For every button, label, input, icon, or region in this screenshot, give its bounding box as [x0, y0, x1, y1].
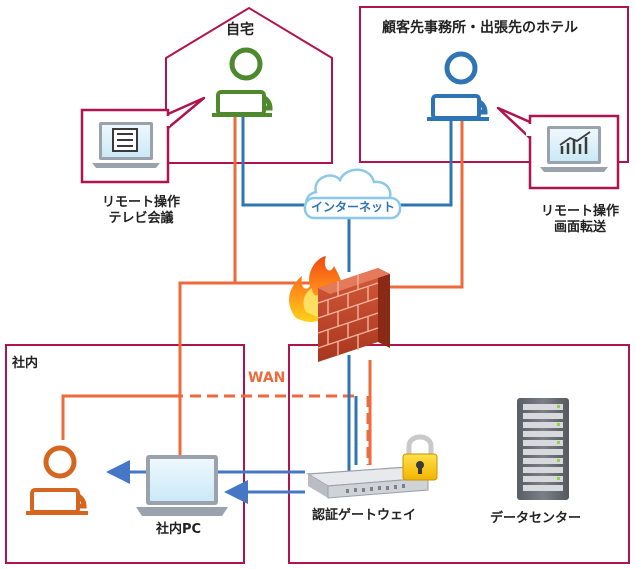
office-pc-laptop-icon	[136, 455, 228, 516]
client-user-icon	[427, 51, 489, 121]
gateway-label: 認証ゲートウェイ	[312, 508, 417, 523]
tv-callout-tail	[166, 96, 206, 130]
firewall-icon	[289, 256, 390, 362]
remote-tv-line1: リモート操作	[101, 195, 180, 210]
internet-cloud-icon	[303, 168, 402, 220]
office-label: 社内	[12, 356, 39, 371]
orange-connections	[61, 115, 464, 465]
office-frame	[5, 344, 245, 564]
screen-callout-tail	[496, 106, 532, 140]
home-label: 自宅	[226, 22, 254, 38]
padlock-icon	[402, 434, 438, 481]
server-rack-icon	[517, 398, 569, 500]
remote-screen-line2: 画面転送	[553, 220, 606, 236]
datacenter-label: データセンター	[490, 511, 582, 526]
screen-laptop-icon	[540, 126, 608, 172]
wan-label: WAN	[248, 370, 286, 386]
datacenter-frame	[288, 344, 630, 564]
client-site-frame	[359, 6, 629, 163]
remote-tv-line2: テレビ会議	[108, 211, 174, 227]
remote-screen-label: リモート操作 画面転送	[528, 204, 632, 237]
office-pc-label: 社内PC	[156, 522, 202, 537]
blue-connections	[241, 115, 453, 472]
office-user-icon	[26, 445, 88, 515]
internet-label: インターネット	[310, 200, 395, 214]
remote-screen-line1: リモート操作	[540, 204, 619, 219]
client-site-label: 顧客先事務所・出張先のホテル	[382, 20, 578, 36]
home-user-icon	[212, 47, 273, 117]
remote-tv-label: リモート操作 テレビ会議	[86, 195, 196, 228]
tv-laptop-icon	[92, 122, 160, 168]
